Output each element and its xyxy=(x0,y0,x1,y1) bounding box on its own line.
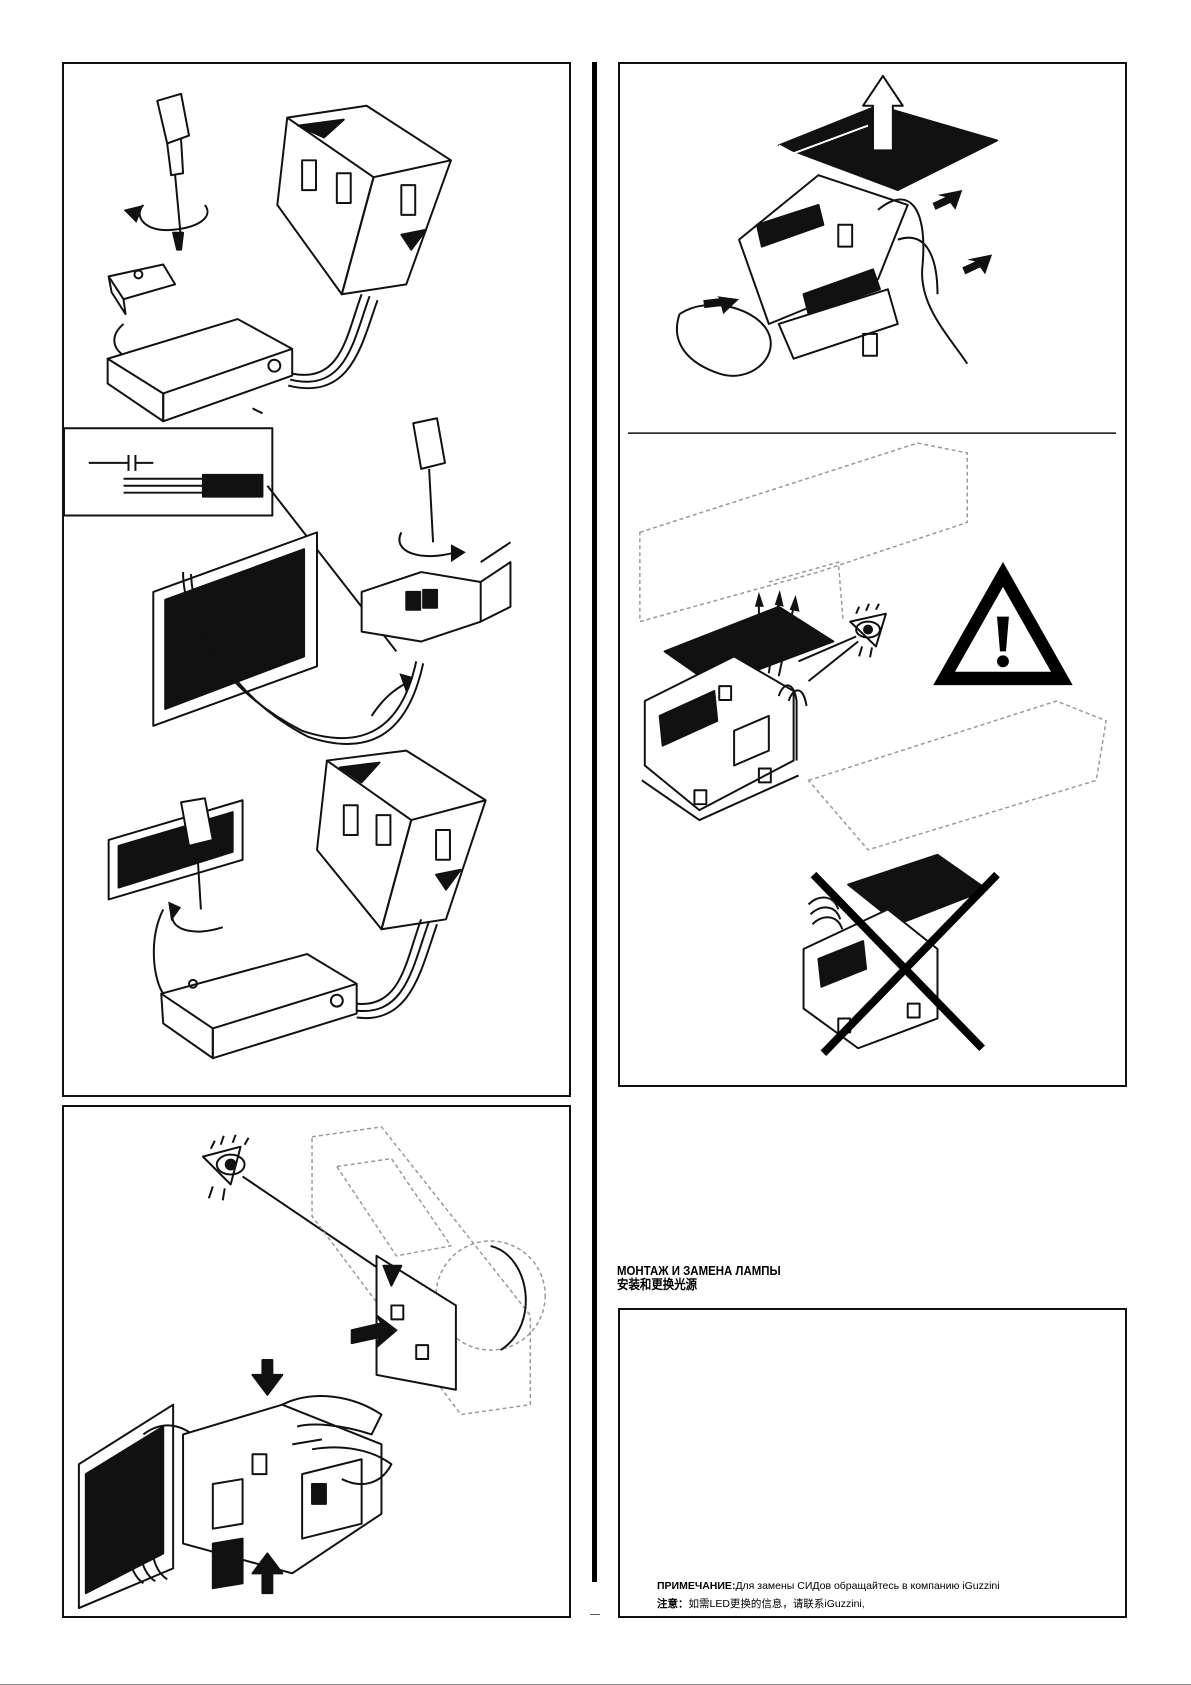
note-chinese-text: 如需LED更换的信息，请联系iGuzzini, xyxy=(689,1598,865,1610)
column-divider xyxy=(592,62,597,1582)
eye-inspection-icon xyxy=(850,604,886,658)
screwdriver-icon xyxy=(157,94,189,250)
note-chinese-label: 注意： xyxy=(657,1598,689,1610)
note-russian: ПРИМЕЧАНИЕ:Для замены СИДов обращайтесь … xyxy=(657,1580,1000,1593)
driver-installation-illustration xyxy=(64,64,569,1095)
section-heading-chinese: 安装和更换光源 xyxy=(617,1277,697,1292)
note-russian-label: ПРИМЕЧАНИЕ: xyxy=(657,1580,735,1592)
page-mark xyxy=(590,1614,600,1615)
lamp-removal-panel xyxy=(618,62,1127,1087)
lamp-removal-illustration xyxy=(620,64,1125,1085)
luminaire-insertion-panel xyxy=(62,1105,571,1618)
note-panel xyxy=(618,1308,1127,1618)
driver-installation-panel xyxy=(62,62,571,1097)
eye-inspection-icon xyxy=(203,1135,249,1200)
luminaire-insertion-illustration xyxy=(64,1107,569,1616)
note-russian-text: Для замены СИДов обращайтесь в компанию … xyxy=(735,1580,999,1592)
note-chinese: 注意：如需LED更换的信息，请联系iGuzzini, xyxy=(657,1598,865,1611)
rotation-arrow-icon xyxy=(140,205,208,230)
section-heading-russian: МОНТАЖ И ЗАМЕНА ЛАМПЫ xyxy=(617,1263,781,1278)
warning-triangle-icon xyxy=(943,574,1062,679)
